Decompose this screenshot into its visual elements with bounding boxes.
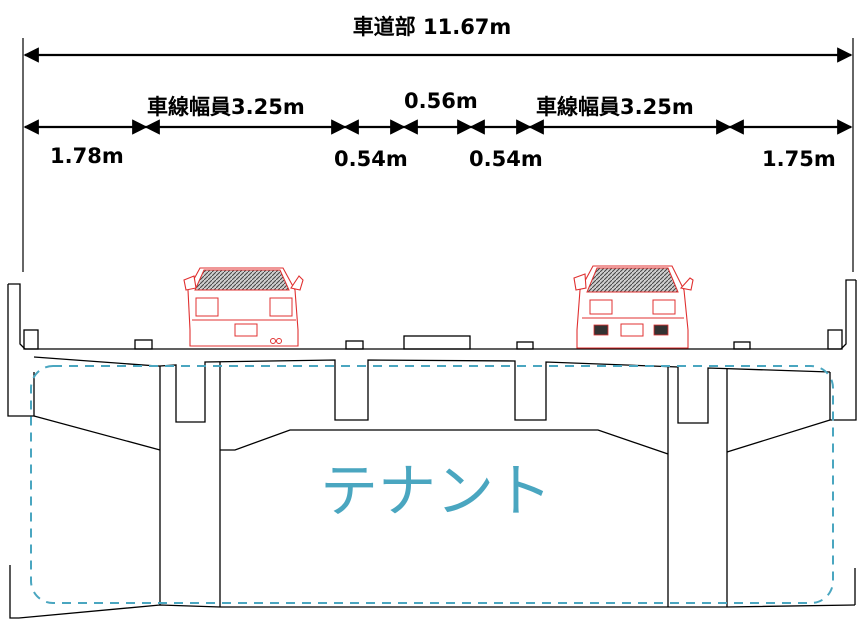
bottom-left-wall bbox=[9, 565, 19, 619]
tenant-label: テナント bbox=[320, 457, 552, 525]
right-haunch bbox=[726, 419, 831, 453]
left-curb bbox=[23, 329, 39, 350]
lane-marker-3 bbox=[516, 341, 534, 350]
center-haunch bbox=[220, 429, 669, 455]
left-wall bbox=[7, 284, 35, 417]
right-curb bbox=[827, 329, 843, 350]
left-parapet bbox=[8, 283, 26, 350]
left-haunch bbox=[33, 415, 161, 451]
lane-marker-1 bbox=[134, 339, 153, 350]
left-gap-label: 0.54m bbox=[334, 147, 408, 171]
lane-marker-2 bbox=[345, 340, 364, 350]
bridge-structure bbox=[7, 279, 857, 619]
lane-marker-4 bbox=[733, 341, 751, 350]
total-width-label: 車道部 11.67m bbox=[353, 15, 512, 39]
lane-left-label: 車線幅員3.25m bbox=[147, 95, 305, 119]
right-shoulder-label: 1.75m bbox=[762, 147, 836, 171]
right-parapet bbox=[840, 279, 856, 350]
median-label: 0.56m bbox=[404, 89, 478, 113]
right-gap-label: 0.54m bbox=[469, 147, 543, 171]
right-car-icon bbox=[573, 265, 694, 349]
lane-right-label: 車線幅員3.25m bbox=[536, 95, 694, 119]
left-shoulder-label: 1.78m bbox=[50, 144, 124, 168]
tenant-area-outline bbox=[30, 365, 834, 604]
bottom-slab bbox=[18, 604, 856, 619]
slab-underside bbox=[33, 356, 831, 424]
left-car-icon bbox=[183, 267, 304, 347]
right-wall bbox=[829, 280, 857, 421]
median-block bbox=[403, 335, 471, 350]
